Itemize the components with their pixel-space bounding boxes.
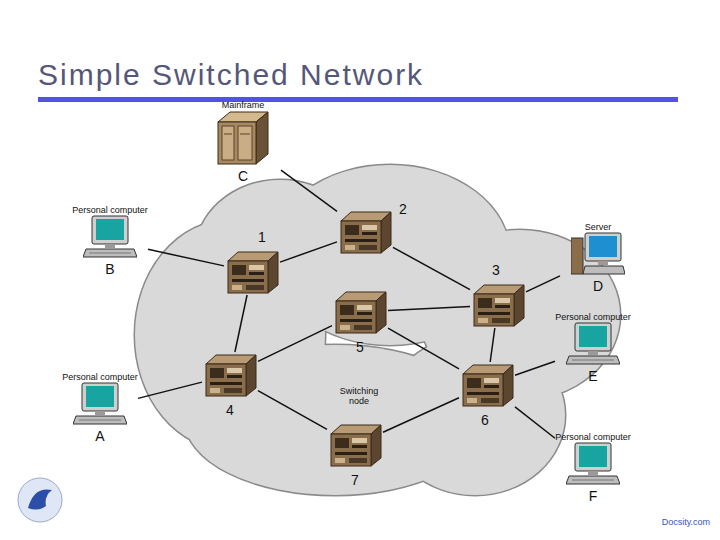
- switching-node: 1: [224, 249, 280, 295]
- node-number: 5: [356, 339, 364, 355]
- link-line: [148, 249, 224, 266]
- node-number: 4: [226, 402, 234, 418]
- link-line: [490, 328, 495, 362]
- station-icon: [216, 110, 270, 166]
- node-number: 3: [492, 262, 500, 278]
- station-icon: [566, 322, 620, 366]
- slide-title: Simple Switched Network: [38, 58, 424, 92]
- link-line: [515, 361, 555, 375]
- station-icon: [83, 215, 137, 259]
- title-rule: [38, 97, 678, 102]
- link-line: [281, 170, 337, 211]
- station-letter: C: [238, 168, 248, 184]
- link-line: [388, 328, 459, 369]
- switching-node: 5: [332, 289, 388, 335]
- node-number: 2: [399, 201, 407, 217]
- station-label: Personal computer: [555, 432, 631, 442]
- link-line: [526, 276, 560, 292]
- switching-node: 2: [337, 209, 393, 255]
- node-number: 7: [351, 472, 359, 488]
- link-line: [280, 242, 337, 262]
- switching-node: 4: [202, 352, 258, 398]
- station-label: Personal computer: [62, 372, 138, 382]
- node-number: 1: [258, 229, 266, 245]
- station-letter: D: [593, 278, 603, 294]
- node-label: Switching node: [333, 386, 385, 406]
- node-number: 6: [481, 412, 489, 428]
- end-station: Personal computerF: [555, 432, 631, 504]
- link-line: [235, 295, 247, 352]
- watermark: Docsity.com: [662, 517, 710, 527]
- end-station: Personal computerB: [72, 205, 148, 277]
- station-letter: E: [588, 368, 597, 384]
- end-station: Personal computerA: [62, 372, 138, 444]
- station-icon: [566, 442, 620, 486]
- station-label: Personal computer: [72, 205, 148, 215]
- end-station: MainframeC: [205, 100, 281, 184]
- end-station: Personal computerE: [555, 312, 631, 384]
- end-station: ServerD: [560, 222, 636, 294]
- link-line: [388, 306, 470, 310]
- link-line: [393, 247, 470, 289]
- switching-node: 6: [459, 362, 515, 408]
- station-label: Personal computer: [555, 312, 631, 322]
- switching-node: Switching node7: [327, 422, 383, 468]
- switching-node: 3: [470, 282, 526, 328]
- station-label: Mainframe: [205, 100, 281, 110]
- station-letter: F: [589, 488, 598, 504]
- link-line: [258, 391, 327, 430]
- link-line: [138, 382, 202, 398]
- station-letter: A: [95, 428, 104, 444]
- link-line: [515, 407, 555, 438]
- station-icon: [571, 232, 625, 276]
- station-icon: [73, 382, 127, 426]
- station-letter: B: [105, 261, 114, 277]
- link-line: [383, 398, 459, 433]
- link-line: [258, 326, 332, 362]
- station-label: Server: [560, 222, 636, 232]
